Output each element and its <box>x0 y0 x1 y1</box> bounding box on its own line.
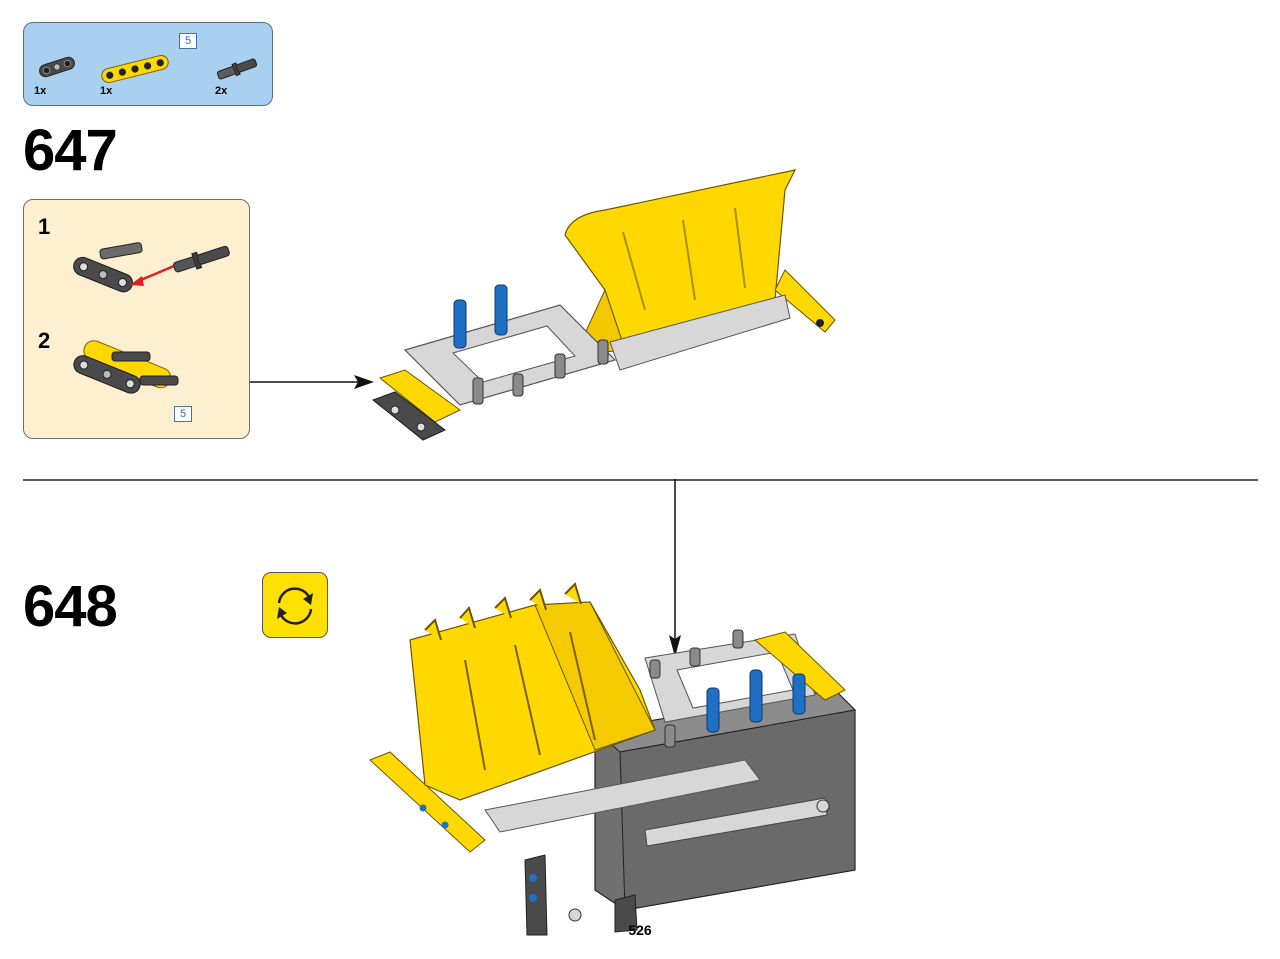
step-648-model-illustration <box>369 582 857 936</box>
part-qty: 1x <box>34 85 47 97</box>
step-number: 647 <box>23 118 118 183</box>
yellow-beam-5-part-icon <box>101 54 169 84</box>
subassembly-callout: 1 2 5 <box>23 199 250 439</box>
part-qty: 2x <box>215 85 228 97</box>
axle-pin-part-icon <box>216 58 258 80</box>
page-number: 526 <box>628 922 652 938</box>
length-badge: 5 <box>174 406 192 422</box>
substep-2-illustration <box>73 340 179 394</box>
parts-list: 1x 5 1x 2x <box>23 22 273 106</box>
rotate-model-badge <box>262 572 328 638</box>
substep-number: 2 <box>38 328 51 353</box>
callout-arrow <box>250 375 374 389</box>
rotate-model-icon <box>277 587 313 625</box>
drop-arrow <box>669 479 681 657</box>
dark-beam-3-part-icon <box>39 56 75 78</box>
step-divider <box>23 479 1258 481</box>
length-badge: 5 <box>179 33 197 49</box>
step-number: 648 <box>23 574 118 639</box>
part-qty: 1x <box>100 85 113 97</box>
substep-number: 1 <box>38 214 51 239</box>
substep-1-illustration <box>73 242 230 293</box>
step-647-model-illustration <box>371 169 836 441</box>
